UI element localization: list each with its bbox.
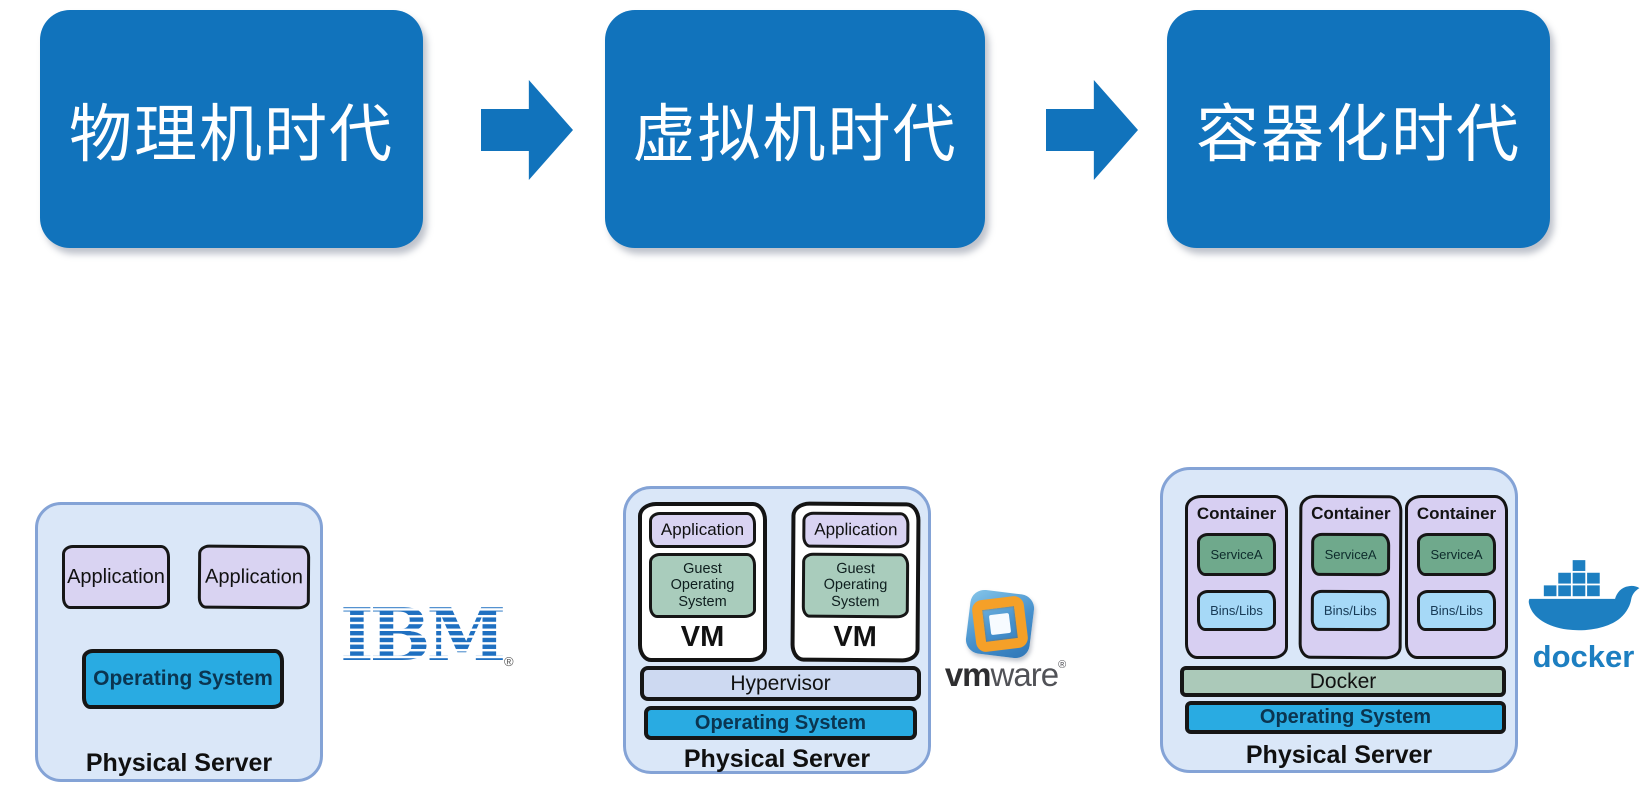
vm-label: VM bbox=[680, 620, 725, 653]
stage-label: 物理机时代 bbox=[69, 99, 394, 170]
vm-box: Application Guest Operating System VM bbox=[638, 502, 767, 662]
hypervisor-bar: Hypervisor bbox=[640, 666, 921, 701]
vm-label: VM bbox=[833, 620, 877, 653]
vm-box: Application Guest Operating System VM bbox=[790, 501, 921, 663]
guest-os-box: Guest Operating System bbox=[801, 552, 910, 619]
bins-libs-box: Bins/Libs bbox=[1417, 590, 1496, 631]
container-label: Container bbox=[1311, 503, 1391, 524]
registered-mark: ® bbox=[504, 654, 514, 669]
docker-logo: docker bbox=[1524, 558, 1643, 674]
vmware-wordmark: vmware® bbox=[930, 656, 1080, 694]
right-arrow-icon bbox=[481, 80, 573, 180]
stage-box-physical-era: 物理机时代 bbox=[40, 10, 423, 248]
stage-label: 容器化时代 bbox=[1196, 99, 1521, 170]
vmware-logo-icon bbox=[964, 588, 1036, 660]
service-box: ServiceA bbox=[1311, 532, 1391, 577]
physical-server-label: Physical Server bbox=[1245, 741, 1433, 769]
container-box: Container ServiceA Bins/Libs bbox=[1185, 495, 1288, 659]
container-label: Container bbox=[1196, 504, 1277, 523]
service-box: ServiceA bbox=[1417, 533, 1496, 576]
container-label: Container bbox=[1416, 504, 1497, 523]
ibm-logo-svg: IBM ® bbox=[340, 592, 514, 677]
container-box: Container ServiceA Bins/Libs bbox=[1405, 495, 1508, 659]
guest-os-box: Guest Operating System bbox=[649, 553, 756, 618]
bins-libs-box: Bins/Libs bbox=[1310, 589, 1390, 632]
application-box: Application bbox=[62, 545, 170, 609]
stage-box-container-era: 容器化时代 bbox=[1167, 10, 1550, 248]
vmware-center-square bbox=[988, 612, 1012, 636]
vm-server-panel: Application Guest Operating System VM Ap… bbox=[623, 486, 931, 774]
operating-system-bar: Operating System bbox=[1185, 701, 1506, 734]
right-arrow-icon bbox=[1046, 80, 1138, 180]
stage-label: 虚拟机时代 bbox=[632, 99, 958, 170]
physical-server-label: Physical Server bbox=[683, 745, 871, 773]
operating-system-bar: Operating System bbox=[82, 649, 284, 709]
docker-wordmark: docker bbox=[1532, 639, 1635, 674]
physical-server-panel: Application Application Operating System… bbox=[35, 502, 323, 782]
vmware-word-ware: ware bbox=[990, 656, 1060, 693]
application-box: Application bbox=[197, 544, 311, 610]
container-server-panel: Container ServiceA Bins/Libs Container S… bbox=[1160, 467, 1518, 773]
service-box: ServiceA bbox=[1197, 533, 1276, 576]
registered-mark: ® bbox=[1058, 659, 1066, 671]
application-box: Application bbox=[802, 511, 910, 549]
operating-system-bar: Operating System bbox=[644, 706, 917, 740]
container-box: Container ServiceA Bins/Libs bbox=[1298, 494, 1403, 660]
ibm-wordmark: IBM bbox=[340, 596, 504, 674]
stage-box-vm-era: 虚拟机时代 bbox=[605, 10, 985, 248]
physical-server-label: Physical Server bbox=[85, 749, 273, 777]
ibm-logo-icon: IBM ® bbox=[338, 592, 518, 677]
docker-whale-icon bbox=[1528, 560, 1640, 631]
bins-libs-box: Bins/Libs bbox=[1197, 590, 1276, 631]
docker-engine-bar: Docker bbox=[1180, 666, 1506, 697]
vmware-word-vm: vm bbox=[944, 656, 992, 693]
application-box: Application bbox=[649, 512, 756, 548]
vmware-logo: vmware® bbox=[930, 588, 1080, 698]
